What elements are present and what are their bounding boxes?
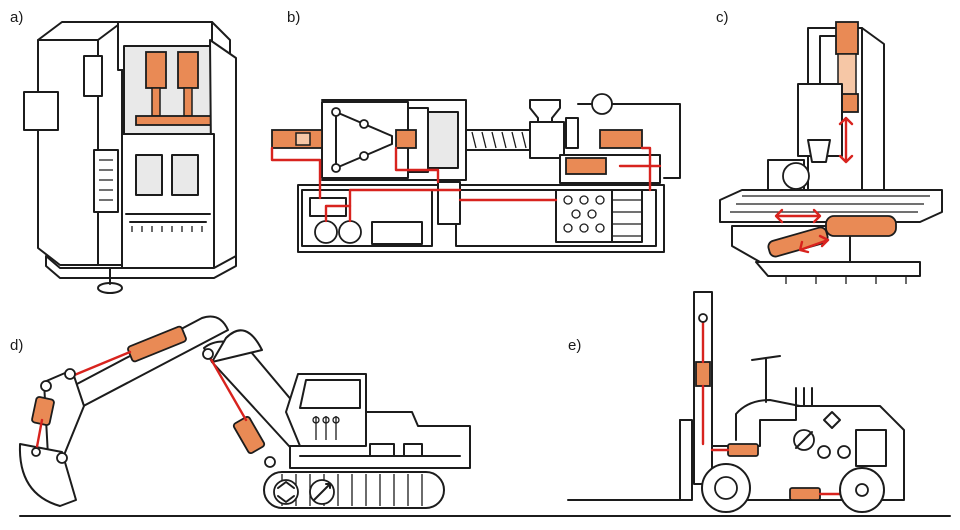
panel-label-e: e)	[568, 337, 581, 354]
excavator-stick-cylinder	[127, 325, 187, 363]
molding-pump-2	[338, 220, 362, 244]
molding-line-1	[270, 146, 322, 200]
press-left-column	[37, 21, 123, 266]
molding-pump-1	[314, 220, 338, 244]
mill-x-arrow	[774, 208, 822, 224]
mill-base	[755, 261, 921, 277]
molding-valve-block	[555, 189, 613, 243]
press-cylinder-right	[177, 51, 199, 89]
excavator-line-boom	[206, 352, 248, 422]
press-base	[45, 255, 237, 279]
forklift-warning-diamond	[823, 411, 841, 429]
excavator-body	[289, 411, 471, 469]
panel-c-machining-center: c)	[716, 9, 943, 284]
molding-injection-cylinder	[599, 129, 643, 149]
molding-carriage-cylinder	[565, 157, 607, 175]
molding-mold	[427, 111, 459, 169]
excavator-bucket	[18, 443, 77, 507]
panel-label-a: a)	[10, 9, 23, 26]
press-side-box	[83, 55, 103, 97]
forklift-tilt-cylinder	[727, 443, 759, 457]
molding-line-2	[324, 204, 352, 223]
panel-label-b: b)	[287, 9, 300, 26]
excavator-line-stick	[70, 350, 132, 378]
excavator-boom-cylinder	[232, 415, 266, 455]
mill-table	[719, 189, 943, 223]
press-control-panel	[93, 149, 119, 213]
mill-spindle	[807, 139, 831, 163]
mill-x-cylinder	[825, 215, 897, 237]
molding-line-6	[640, 146, 652, 192]
excavator-track	[263, 471, 445, 509]
press-cylinder-left	[145, 51, 167, 89]
mill-vertical-cylinder	[835, 21, 859, 55]
forklift-lift-cylinder	[695, 361, 711, 387]
panel-label-d: d)	[10, 337, 23, 354]
molding-ejector-cylinder	[395, 129, 417, 149]
molding-accumulator	[437, 181, 461, 225]
molding-motor	[371, 221, 423, 245]
forklift-forks	[567, 419, 681, 501]
panel-a-hydraulic-press: a)	[10, 9, 237, 294]
panel-e-forklift: e)	[555, 291, 951, 517]
mill-z-arrow	[838, 116, 854, 164]
panel-d-excavator: d)	[10, 315, 557, 517]
forklift-steering-cylinder	[789, 487, 821, 501]
excavator-hydraulic-motor-1	[273, 479, 299, 505]
panel-label-c: c)	[716, 9, 729, 26]
molding-screw-drive-housing	[529, 121, 565, 159]
press-ram	[135, 115, 213, 126]
press-die-right	[171, 154, 199, 196]
molding-line-5	[394, 146, 440, 184]
forklift-overhead-guard	[751, 355, 781, 403]
forklift-counterweight	[855, 429, 887, 467]
excavator-line-bucket	[34, 418, 44, 454]
excavator-boom-upper	[57, 315, 229, 413]
forklift-mast-inner	[679, 419, 693, 501]
press-side-plate	[23, 91, 59, 131]
panel-b-injection-molding-machine: b)	[270, 9, 681, 253]
excavator-cab-window	[299, 379, 361, 409]
mill-y-arrow	[798, 234, 830, 254]
press-die-left	[135, 154, 163, 196]
molding-motor-top	[591, 93, 613, 115]
molding-line-3	[348, 188, 462, 208]
